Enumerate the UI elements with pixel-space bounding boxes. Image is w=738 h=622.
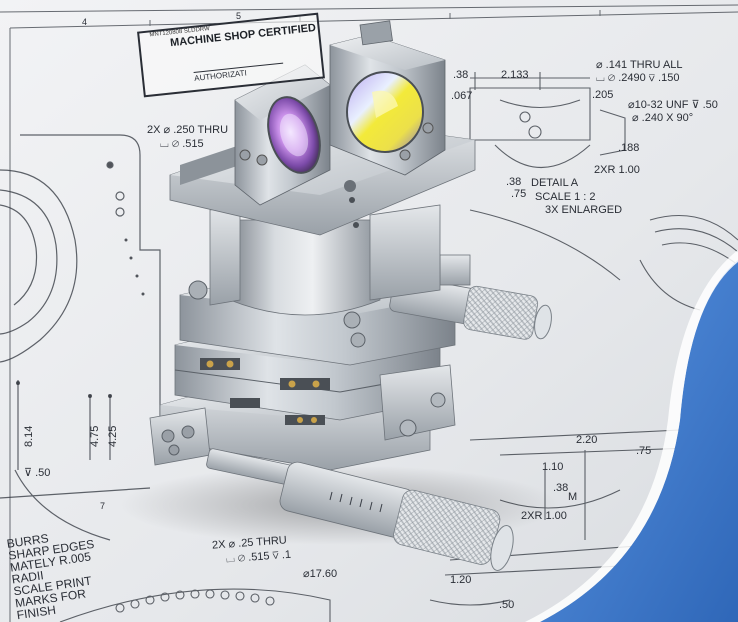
- dimension-label: SCALE 1 : 2: [535, 191, 596, 203]
- dimension-label: 1.20: [450, 574, 472, 586]
- dimension-label: 4.25: [107, 425, 119, 447]
- dimension-label: .067: [451, 90, 473, 102]
- dimension-label: .38: [553, 482, 569, 494]
- dimension-label: 2.133: [501, 69, 529, 81]
- dimension-label: ⌀ .141 THRU ALL: [596, 59, 683, 71]
- dimension-label: 4: [82, 17, 88, 27]
- dimension-label: .188: [618, 142, 640, 154]
- dimension-label: .75: [636, 445, 652, 457]
- dimension-label: .75: [511, 188, 527, 200]
- dimension-label: 2XR 1.00: [521, 510, 567, 522]
- dimension-label: ⌀ .240 X 90°: [632, 112, 694, 124]
- stamp-footer: AUTHORIZATI: [193, 62, 285, 83]
- dimension-label: ⌀10-32 UNF ⊽ .50: [628, 99, 718, 111]
- dimension-label: 5: [236, 11, 242, 21]
- dimension-label: M: [568, 491, 578, 503]
- dimension-label: 7: [100, 501, 106, 511]
- dimension-label: 4.75: [89, 425, 101, 447]
- dimension-label: ⌴ ⌀ .515: [160, 138, 204, 150]
- dimension-label: 2XR 1.00: [594, 164, 640, 176]
- dimension-label: .205: [592, 89, 614, 101]
- dimension-label: DETAIL A: [531, 177, 579, 189]
- dimension-label: 1.10: [542, 461, 564, 473]
- dimension-label: ⌀17.60: [303, 568, 338, 580]
- dimension-label: 3X ENLARGED: [545, 204, 623, 216]
- dimension-label: ⌴ ⌀ .2490 ⊽ .150: [596, 72, 680, 84]
- dimension-label: .38: [506, 176, 522, 188]
- dimension-label: 8.14: [23, 425, 35, 447]
- dimension-label: ⊽ .50: [24, 467, 51, 479]
- dimension-label: .38: [453, 69, 469, 81]
- dimension-label: .50: [499, 599, 515, 611]
- dimension-label: 2X ⌀ .250 THRU: [147, 124, 229, 136]
- stamp-title: MACHINE SHOP CERTIFIED: [169, 22, 317, 50]
- drawing-notes: BURRS SHARP EDGES MATELY R.005 RADII SCA…: [6, 526, 103, 622]
- dimension-label: 2.20: [576, 434, 598, 446]
